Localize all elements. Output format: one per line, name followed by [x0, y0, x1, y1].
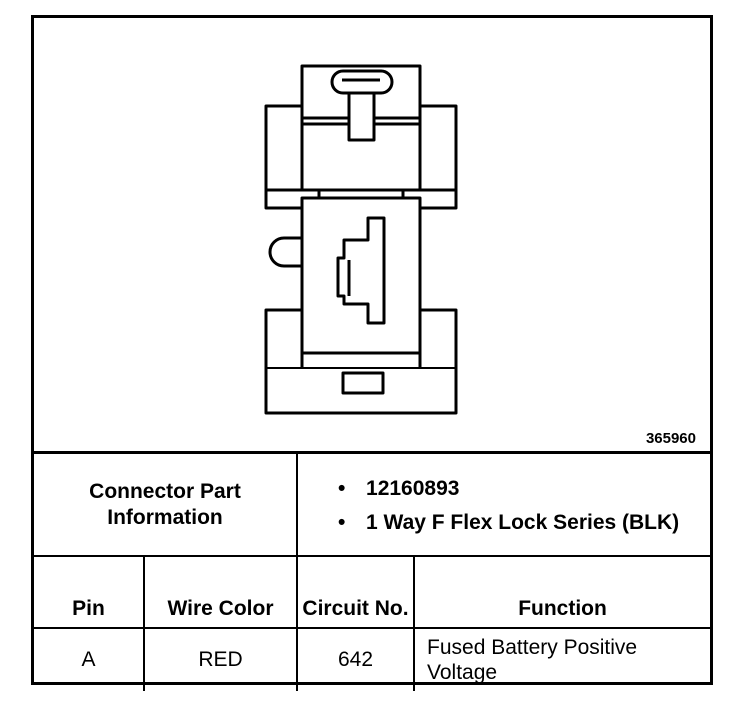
header-circuit-no: Circuit No.: [296, 555, 416, 629]
table-header-row: Pin Wire Color Circuit No. Function: [34, 555, 711, 629]
connector-info-item: •12160893: [338, 476, 460, 500]
connector-body: [264, 196, 458, 415]
header-wire-color: Wire Color: [142, 555, 299, 629]
connector-info-label: Connector Part Information: [34, 451, 299, 557]
header-pin: Pin: [34, 555, 145, 629]
bottom-slot: [341, 371, 385, 395]
figure-number: 365960: [645, 430, 696, 447]
header-function: Function: [413, 555, 711, 629]
lock-tab: [300, 64, 422, 190]
pinout-table: Connector Part Information •12160893 •1 …: [34, 451, 711, 691]
connector-info-row: Connector Part Information •12160893 •1 …: [34, 451, 711, 557]
terminal-cavity: [336, 216, 386, 325]
connector-info-item: •1 Way F Flex Lock Series (BLK): [338, 510, 680, 534]
cell-circuit-no: 642: [296, 627, 416, 691]
connector-figure: 365960: [34, 18, 710, 451]
cell-function: Fused Battery Positive Voltage: [413, 627, 711, 691]
connector-drawing: [264, 64, 458, 415]
bullet-icon: •: [338, 476, 346, 500]
side-ears: [264, 104, 458, 210]
table-row: A RED 642 Fused Battery Positive Voltage: [34, 627, 711, 691]
bullet-icon: •: [338, 510, 346, 534]
cell-pin: A: [34, 627, 145, 691]
connector-diagram-frame: 365960 Connector Part Information •12160…: [31, 15, 713, 691]
cell-wire-color: RED: [142, 627, 299, 691]
connector-info-list: •12160893 •1 Way F Flex Lock Series (BLK…: [296, 451, 711, 557]
latch-bump: [268, 236, 302, 268]
